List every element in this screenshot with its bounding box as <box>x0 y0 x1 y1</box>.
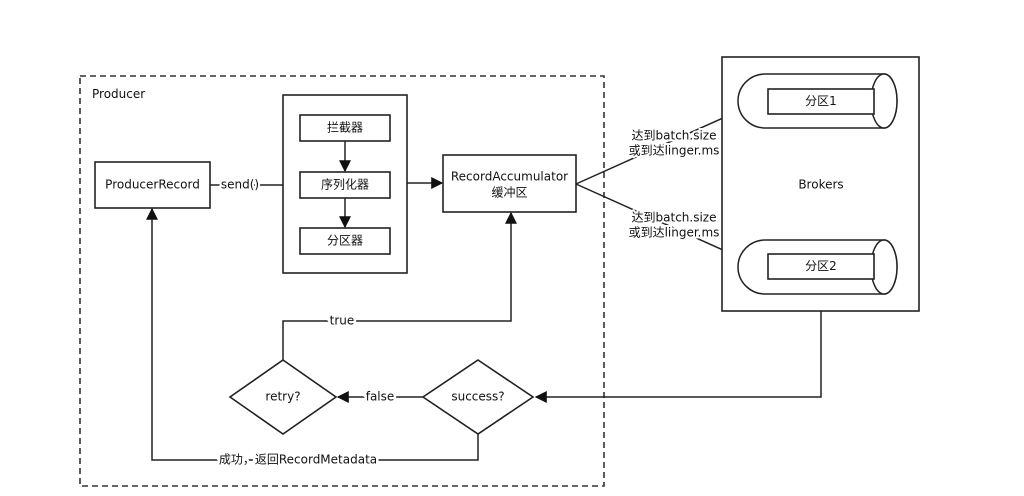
producer-label: Producer <box>92 87 145 101</box>
true-label: true <box>330 314 355 328</box>
record-accumulator-line1: RecordAccumulator <box>451 170 568 184</box>
false-label: false <box>366 390 395 404</box>
producer-record-label: ProducerRecord <box>105 178 200 192</box>
partition1-label: 分区1 <box>805 94 837 108</box>
serializer-box <box>299 171 391 199</box>
send-label: send() <box>221 178 259 192</box>
brokers-to-success-arrow <box>534 311 822 403</box>
producer-container <box>79 75 605 487</box>
success-label: success? <box>451 390 504 404</box>
success-return-arrow <box>146 207 479 461</box>
true-arrow <box>282 211 517 360</box>
partition1-box <box>767 88 875 115</box>
partition1-cylinder <box>737 73 898 129</box>
condition-top-line1: 达到batch.size <box>632 129 717 143</box>
interceptor-box <box>299 114 391 142</box>
success-return-label: 成功，返回RecordMetadata <box>219 453 377 467</box>
partition2-label: 分区2 <box>805 259 837 273</box>
brokers-label: Brokers <box>798 178 843 192</box>
partition2-cylinder <box>737 239 898 295</box>
condition-bottom-line1: 达到batch.size <box>632 211 717 225</box>
partition2-box <box>767 253 875 280</box>
record-accumulator-box <box>442 154 577 213</box>
record-accumulator-line2: 缓冲区 <box>491 185 527 200</box>
interceptor-label: 拦截器 <box>327 121 363 135</box>
retry-diamond <box>228 359 338 435</box>
condition-bottom-line2: 或到达linger.ms <box>629 226 720 240</box>
partitioner-label: 分区器 <box>327 234 363 248</box>
condition-top-line2: 或到达linger.ms <box>629 144 720 158</box>
serializer-label: 序列化器 <box>321 177 369 192</box>
retry-label: retry? <box>265 390 300 404</box>
